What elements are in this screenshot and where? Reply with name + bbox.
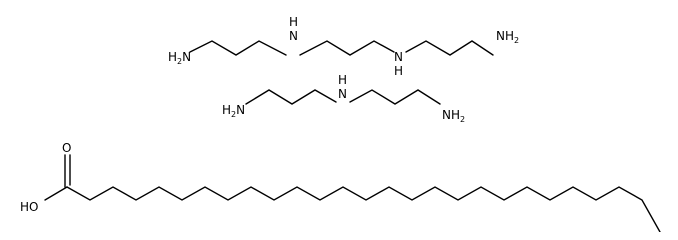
hydroxyl-group: HO <box>20 200 38 214</box>
alkyl-chain <box>66 186 661 232</box>
carbonyl-oxygen: O <box>62 141 71 155</box>
triethylenetetramine-backbone <box>189 40 287 56</box>
chemical-structure-canvas: H2N N H N H NH2 H2N N H NH2 O HO <box>20 15 661 232</box>
amine-secondary-h: H <box>338 73 347 87</box>
amine-right-terminal: NH2 <box>496 29 519 45</box>
molecule-diethylenetriamine: H2N N H NH2 <box>222 73 465 124</box>
amine-secondary-n: N <box>338 87 347 101</box>
amine-secondary-1-h: H <box>289 15 298 29</box>
hydroxyl-bond <box>44 186 68 201</box>
amine-left-terminal: H2N <box>222 103 245 119</box>
amine-secondary-2-h: H <box>394 64 403 78</box>
amine-left-terminal: H2N <box>168 50 191 66</box>
triethylenetetramine-backbone-3 <box>405 40 494 56</box>
molecule-stearic-acid: O HO <box>20 141 661 232</box>
amine-right-terminal: NH2 <box>442 108 465 124</box>
amine-secondary-2-n: N <box>394 50 403 64</box>
diethylenetriamine-backbone-2 <box>349 89 441 105</box>
diethylenetriamine-backbone-1 <box>245 89 337 105</box>
triethylenetetramine-backbone-2 <box>299 40 395 56</box>
amine-secondary-1-n: N <box>289 29 298 43</box>
molecule-triethylenetetramine: H2N N H N H NH2 <box>168 15 519 78</box>
